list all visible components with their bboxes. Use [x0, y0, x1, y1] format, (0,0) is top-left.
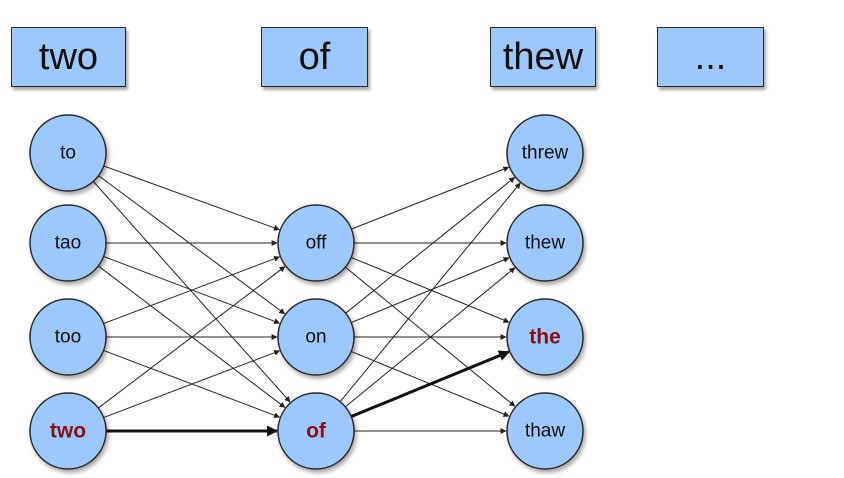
observation-box-3: thew	[490, 27, 596, 87]
transition-edge	[103, 165, 280, 231]
state-node-circle	[277, 392, 355, 470]
observation-label: of	[298, 35, 331, 78]
transition-edge	[345, 177, 516, 314]
state-node-circle	[29, 392, 107, 470]
state-nodes: to tao too two off on of threw thew the thaw	[29, 114, 584, 470]
state-node-too: too	[29, 298, 107, 376]
state-node-circle	[506, 392, 584, 470]
best-path-edge	[350, 350, 510, 418]
state-node-label: off	[306, 233, 328, 254]
transition-edge	[350, 257, 510, 324]
transition-edge	[98, 175, 286, 315]
state-node-label: tao	[55, 233, 81, 254]
state-node-circle	[277, 298, 355, 376]
observation-box-4: ...	[657, 27, 764, 87]
state-node-label: too	[55, 327, 81, 348]
state-node-to: to	[29, 114, 107, 192]
state-node-thew: thew	[506, 204, 584, 282]
observation-box-1: two	[11, 27, 126, 87]
observation-box-2: of	[261, 27, 368, 87]
state-node-on: on	[277, 298, 355, 376]
state-node-label: of	[306, 420, 327, 443]
transition-edge	[345, 267, 516, 408]
state-node-the: the	[506, 298, 584, 376]
state-node-thaw: thaw	[506, 392, 584, 470]
state-node-circle	[29, 114, 107, 192]
observation-label: ...	[694, 35, 727, 78]
state-node-tao: tao	[29, 204, 107, 282]
state-node-label: the	[529, 326, 561, 349]
state-node-circle	[506, 298, 584, 376]
state-node-label: threw	[522, 143, 569, 164]
state-node-label: on	[305, 327, 326, 348]
state-node-label: to	[60, 143, 76, 164]
state-node-off: off	[277, 204, 355, 282]
state-node-of: of	[277, 392, 355, 470]
state-node-circle	[506, 204, 584, 282]
transition-edges	[92, 165, 521, 437]
transition-edge	[103, 349, 281, 418]
state-node-circle	[29, 298, 107, 376]
state-node-circle	[277, 204, 355, 282]
transition-edge	[103, 255, 281, 324]
state-node-circle	[506, 114, 584, 192]
state-node-circle	[29, 204, 107, 282]
state-node-threw: threw	[506, 114, 584, 192]
state-node-two: two	[29, 392, 107, 470]
state-node-label: thew	[525, 233, 565, 254]
transition-edge	[97, 266, 286, 409]
state-node-label: thaw	[525, 421, 565, 442]
observation-label: two	[38, 35, 99, 78]
observation-label: thew	[502, 35, 584, 78]
transition-edge	[351, 166, 510, 230]
state-node-label: two	[50, 420, 86, 443]
transition-edge	[92, 181, 291, 403]
transition-edge	[339, 182, 521, 402]
